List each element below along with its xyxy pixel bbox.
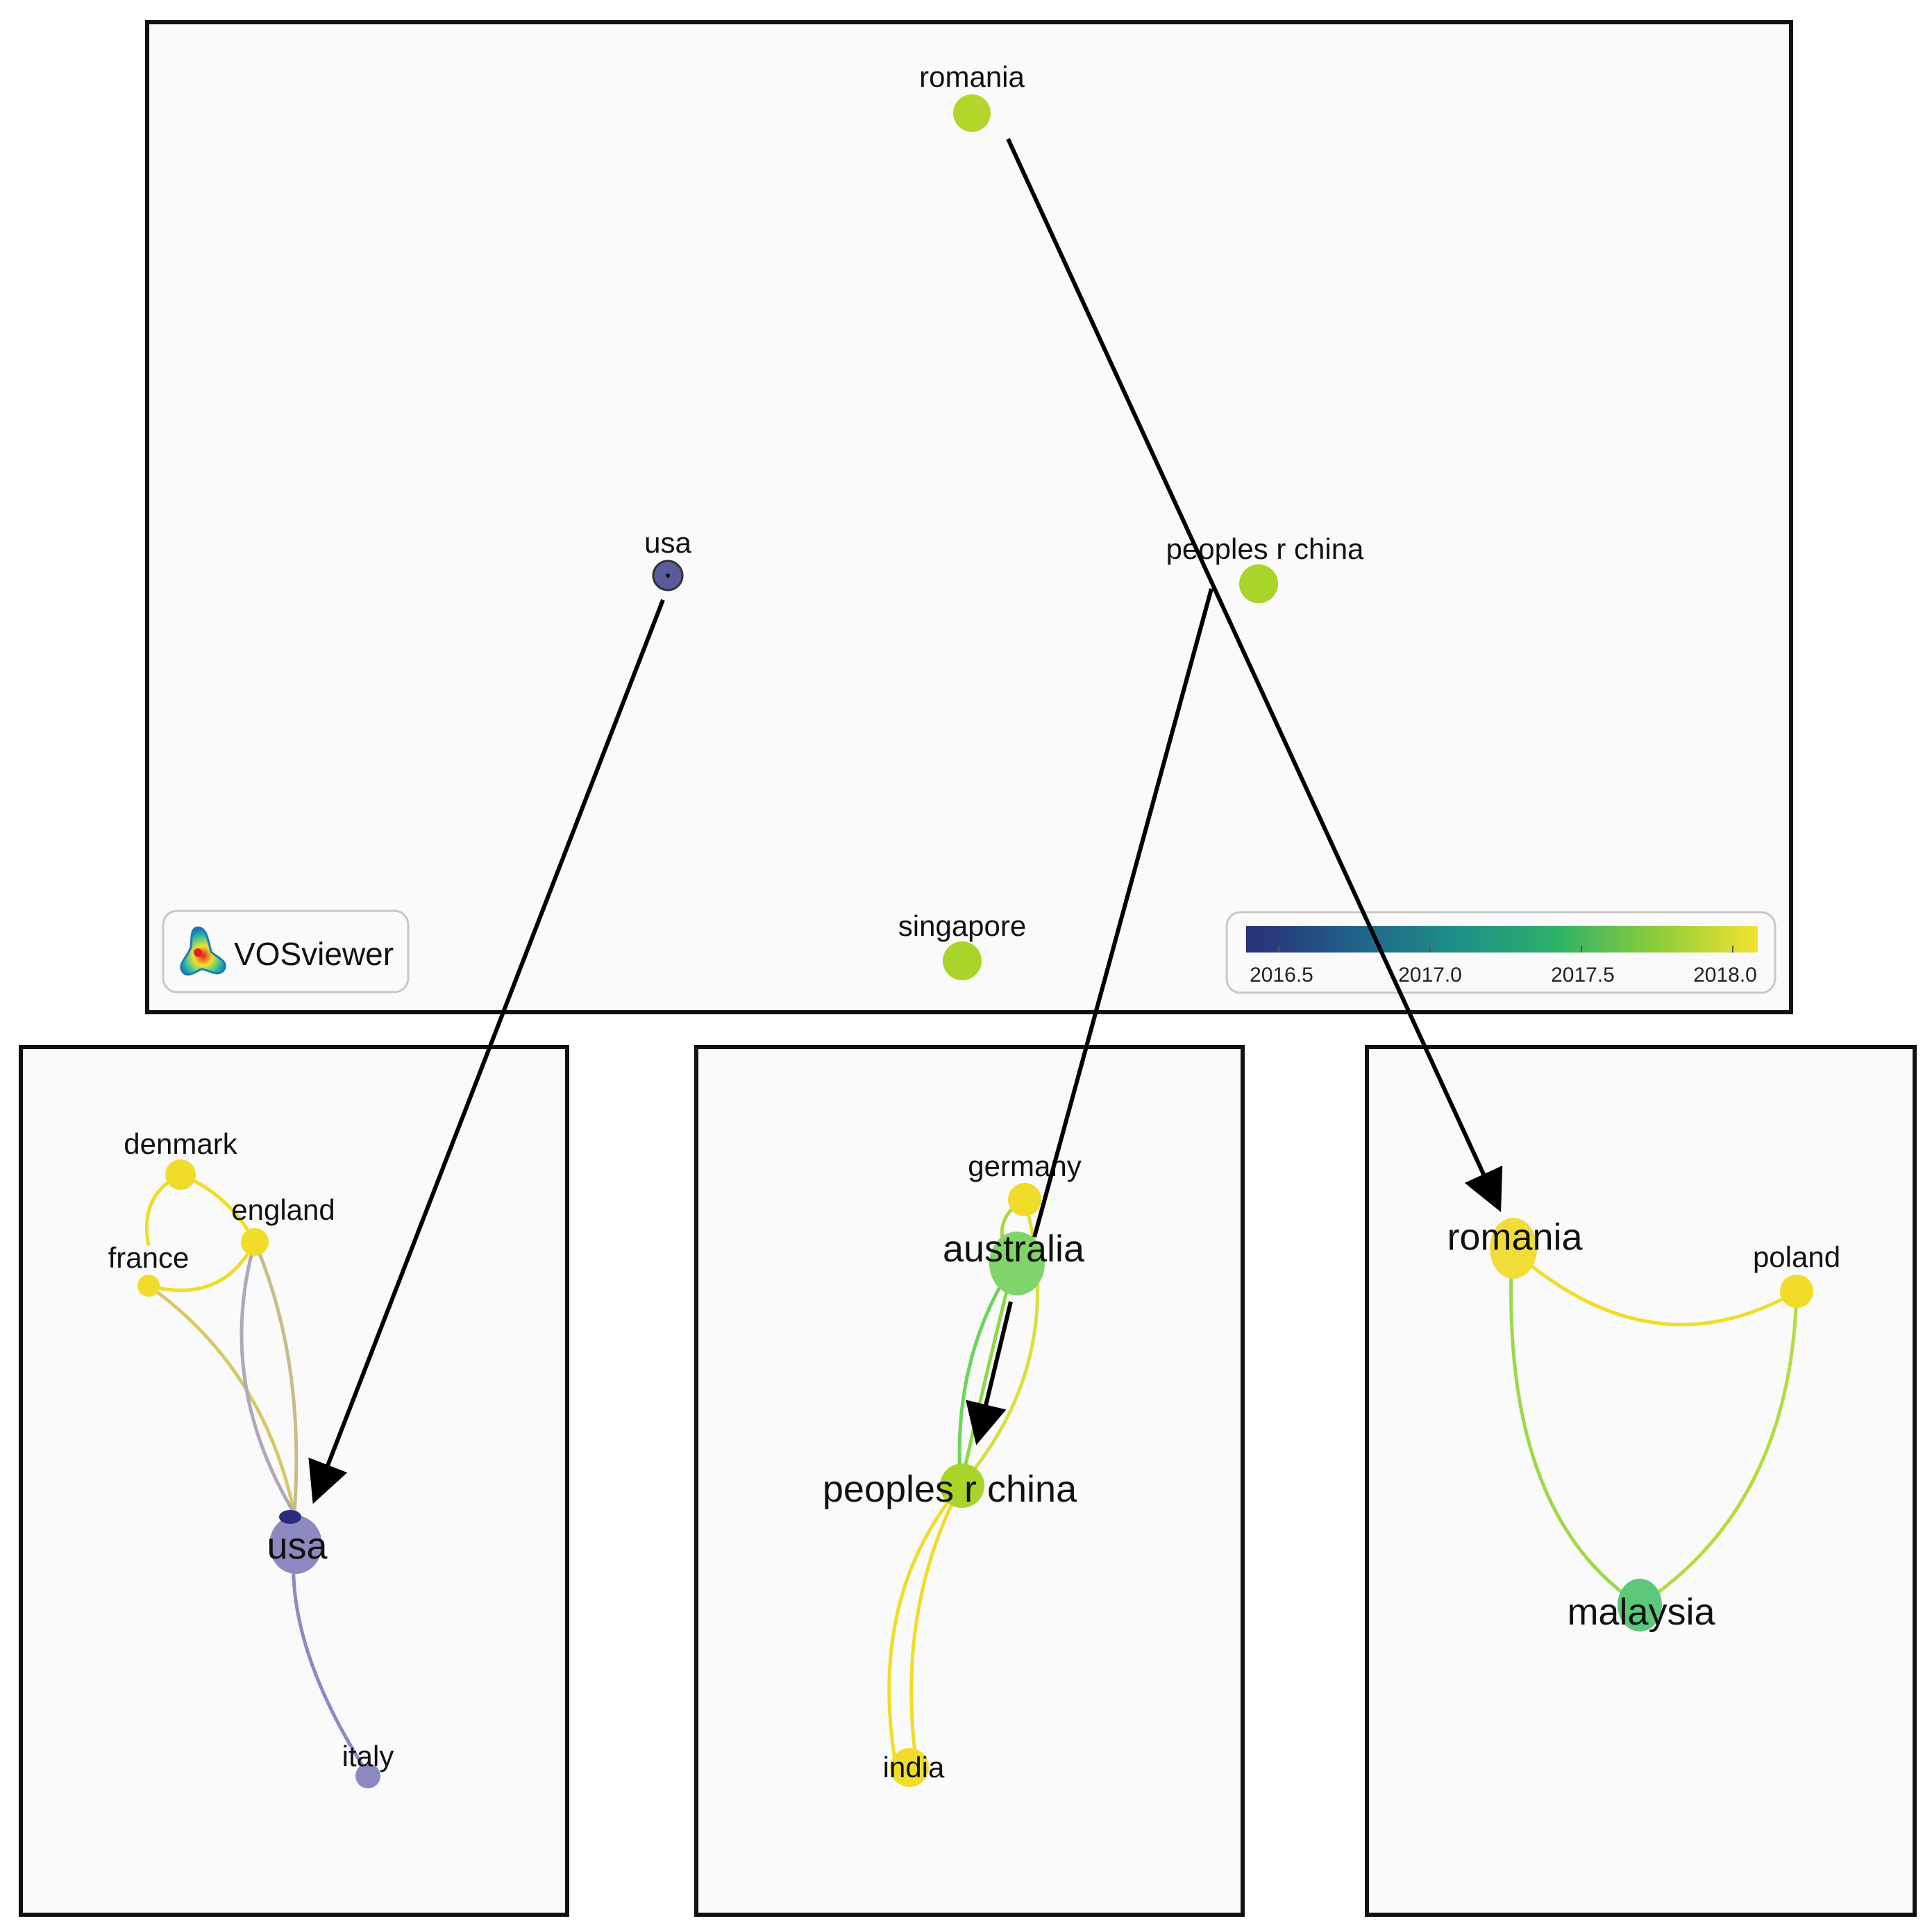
node-label: romania (1447, 1216, 1583, 1258)
node-circle (241, 1228, 269, 1256)
cluster-romania-links (1509, 1248, 1799, 1607)
node-label: india (883, 1751, 945, 1784)
node-label: malaysia (1567, 1591, 1715, 1633)
node-india[interactable]: india (883, 1748, 945, 1787)
link-poland-malaysia (1638, 1291, 1799, 1607)
node-circle (890, 1748, 929, 1787)
link-romania-malaysia (1509, 1249, 1641, 1607)
arrow-romania-to-cluster (1006, 137, 1503, 1212)
node-circle (940, 1463, 984, 1508)
arrow-usa-to-cluster (308, 598, 665, 1504)
link-china-india-2 (909, 1484, 963, 1764)
node-circle (1239, 564, 1278, 603)
node-circle (137, 1275, 160, 1297)
legend-tick-label: 2018.0 (1693, 964, 1757, 987)
arrow-china-line (1032, 588, 1213, 1238)
cluster-panel-usa: denmark england france usa italy (19, 1045, 569, 1917)
node-germany[interactable]: germany (968, 1150, 1082, 1216)
vosviewer-logo-icon (180, 926, 226, 976)
color-legend: 2016.5 2017.0 2017.5 2018.0 (1225, 911, 1776, 994)
node-denmark[interactable]: denmark (124, 1127, 238, 1190)
node-circle (165, 1159, 196, 1190)
node-circle (953, 94, 991, 132)
node-circle (1780, 1275, 1813, 1308)
legend-tick-label: 2016.5 (1250, 964, 1313, 987)
cluster-panel-china: germany australia peoples r china india (694, 1045, 1245, 1917)
cluster-usa-frame (19, 1045, 569, 1917)
overview-frame (145, 20, 1793, 1014)
node-italy[interactable]: italy (342, 1740, 394, 1788)
overview-panel: romania usa peoples r china singapore VO… (145, 20, 1793, 1014)
node-label: italy (342, 1740, 394, 1772)
node-france[interactable]: france (108, 1241, 190, 1297)
node-label: denmark (124, 1127, 237, 1160)
node-label: england (231, 1193, 335, 1226)
node-label: peoples r china (823, 1468, 1077, 1510)
link-france-usa (147, 1284, 296, 1514)
link-romania-poland (1511, 1248, 1798, 1327)
node-romania[interactable]: romania (1447, 1216, 1584, 1279)
node-inner-mark (279, 1510, 301, 1524)
node-overview-singapore[interactable]: singapore (898, 909, 1026, 980)
node-label: poland (1753, 1241, 1840, 1273)
logo-text: VOSviewer (234, 936, 394, 972)
node-overview-romania[interactable]: romania (919, 60, 1025, 132)
node-australia[interactable]: australia (943, 1228, 1085, 1295)
node-label: germany (968, 1150, 1081, 1182)
legend-tick-label: 2017.5 (1551, 964, 1615, 987)
legend-tick-label: 2017.0 (1398, 964, 1462, 987)
node-circle (269, 1516, 322, 1574)
node-label: singapore (898, 909, 1026, 942)
link-australia-china-1 (957, 1262, 1016, 1486)
legend-ticks (1278, 946, 1733, 953)
node-label: usa (267, 1525, 328, 1567)
node-center-dot (666, 573, 670, 578)
node-circle (943, 941, 982, 980)
link-france-england (148, 1241, 257, 1292)
link-england-usa-1 (240, 1241, 296, 1515)
node-malaysia[interactable]: malaysia (1567, 1579, 1716, 1633)
node-poland[interactable]: poland (1753, 1241, 1840, 1308)
vosviewer-logo[interactable]: VOSviewer (162, 909, 410, 993)
node-label: france (108, 1241, 190, 1274)
node-circle (1008, 1183, 1041, 1216)
node-label: usa (644, 526, 691, 559)
link-china-india-1 (887, 1484, 962, 1764)
node-label: australia (943, 1228, 1085, 1270)
cluster-usa-links (144, 1173, 370, 1775)
node-circle (989, 1232, 1045, 1295)
legend-color-bar (1246, 926, 1758, 953)
cluster-panel-romania: romania poland malaysia (1365, 1045, 1917, 1917)
node-peoples-r-china[interactable]: peoples r china (823, 1463, 1077, 1510)
node-label: romania (919, 60, 1025, 93)
logo-box (162, 909, 410, 993)
node-circle (355, 1763, 380, 1788)
node-circle (1490, 1218, 1537, 1279)
node-usa[interactable]: usa (267, 1510, 328, 1574)
link-england-usa-2 (253, 1241, 299, 1514)
connector-arrows (308, 137, 1503, 1504)
node-overview-usa[interactable]: usa (644, 526, 691, 591)
node-circle (1618, 1579, 1662, 1631)
node-england[interactable]: england (231, 1193, 335, 1256)
cluster-romania-frame (1365, 1045, 1917, 1917)
arrow-china-to-cluster (966, 1301, 1013, 1445)
